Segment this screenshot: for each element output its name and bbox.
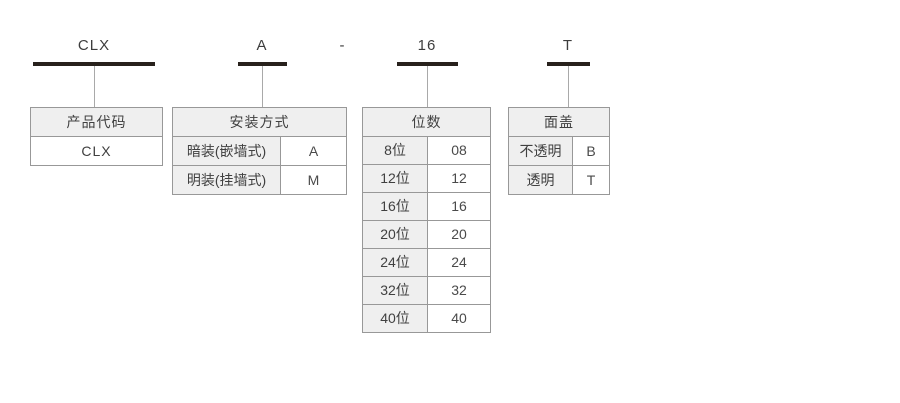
option-label: 不透明 xyxy=(509,137,573,165)
option-label: 32位 xyxy=(363,277,428,304)
option-code: 32 xyxy=(428,277,490,304)
option-label: 16位 xyxy=(363,193,428,220)
option-label: 明装(挂墙式) xyxy=(173,166,281,194)
product-code-value: CLX xyxy=(31,137,162,165)
table-row: 40位 40 xyxy=(363,305,490,332)
underline-bar-mounting xyxy=(238,62,287,66)
table-row: 透明 T xyxy=(509,166,609,194)
option-code: 20 xyxy=(428,221,490,248)
table-header: 面盖 xyxy=(509,108,609,137)
option-code: 12 xyxy=(428,165,490,192)
table-face-cover: 面盖 不透明 B 透明 T xyxy=(508,107,610,195)
option-label: 暗装(嵌墙式) xyxy=(173,137,281,165)
option-label: 8位 xyxy=(363,137,428,164)
table-row: 明装(挂墙式) M xyxy=(173,166,346,194)
code-part-product: CLX xyxy=(77,37,111,54)
connector-line-cover xyxy=(568,66,569,107)
table-header: 安装方式 xyxy=(173,108,346,137)
option-code: B xyxy=(573,137,609,165)
connector-line-product xyxy=(94,66,95,107)
option-label: 透明 xyxy=(509,166,573,194)
table-row: 不透明 B xyxy=(509,137,609,166)
underline-bar-ways xyxy=(397,62,458,66)
table-row: 8位 08 xyxy=(363,137,490,165)
table-product-code: 产品代码 CLX xyxy=(30,107,163,166)
table-row: 16位 16 xyxy=(363,193,490,221)
table-row: 12位 12 xyxy=(363,165,490,193)
option-label: 12位 xyxy=(363,165,428,192)
code-separator: - xyxy=(339,37,345,54)
connector-line-mounting xyxy=(262,66,263,107)
table-row: 暗装(嵌墙式) A xyxy=(173,137,346,166)
connector-line-ways xyxy=(427,66,428,107)
table-header: 位数 xyxy=(363,108,490,137)
table-row: CLX xyxy=(31,137,162,165)
table-mounting-type: 安装方式 暗装(嵌墙式) A 明装(挂墙式) M xyxy=(172,107,347,195)
option-code: 40 xyxy=(428,305,490,332)
table-header: 产品代码 xyxy=(31,108,162,137)
option-code: 24 xyxy=(428,249,490,276)
code-part-mounting: A xyxy=(256,37,268,54)
underline-bar-cover xyxy=(547,62,590,66)
code-part-ways: 16 xyxy=(417,37,437,54)
option-label: 40位 xyxy=(363,305,428,332)
option-code: 16 xyxy=(428,193,490,220)
table-row: 20位 20 xyxy=(363,221,490,249)
option-code: A xyxy=(281,137,346,165)
table-row: 32位 32 xyxy=(363,277,490,305)
table-row: 24位 24 xyxy=(363,249,490,277)
option-code: T xyxy=(573,166,609,194)
code-part-cover: T xyxy=(562,37,574,54)
table-ways: 位数 8位 08 12位 12 16位 16 20位 20 24位 24 32位… xyxy=(362,107,491,333)
option-label: 24位 xyxy=(363,249,428,276)
option-code: M xyxy=(281,166,346,194)
underline-bar-product xyxy=(33,62,155,66)
option-label: 20位 xyxy=(363,221,428,248)
option-code: 08 xyxy=(428,137,490,164)
